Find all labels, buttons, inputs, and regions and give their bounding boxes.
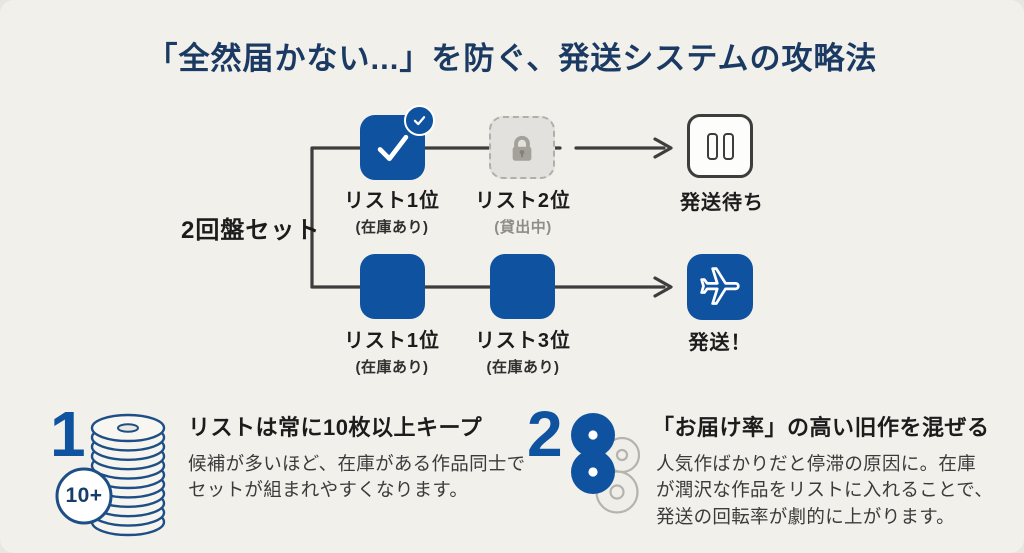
tip1-number: 1 bbox=[50, 398, 86, 470]
node-list-rank1-checked bbox=[360, 105, 435, 180]
check-icon bbox=[377, 134, 408, 161]
set-label: 2回盤セット bbox=[181, 217, 321, 244]
tip1-body: 候補が多いほど、在庫がある作品同士で セットが組まれやすくなります。 bbox=[188, 453, 526, 501]
arrow-head-top bbox=[653, 137, 673, 159]
page-title: 「全然届かない...」を防ぐ、発送システムの攻略法 bbox=[146, 41, 878, 76]
airplane-icon bbox=[700, 267, 740, 305]
tip2-body: 人気作ばかりだと停滞の原因に。在庫 が潤沢な作品をリストに入れることで、 発送の… bbox=[656, 453, 994, 527]
pause-icon bbox=[706, 132, 718, 160]
node-list-rank3-stocked bbox=[490, 254, 555, 319]
node-label-rank3: リスト3位 (在庫あり) bbox=[474, 330, 572, 376]
result-waiting-box bbox=[687, 114, 753, 178]
result-label-waiting: 発送待ち bbox=[680, 192, 764, 214]
verified-badge-icon bbox=[404, 105, 435, 136]
node-label-rank1-bottom: リスト1位 (在庫あり) bbox=[343, 330, 441, 376]
pause-icon bbox=[722, 132, 734, 160]
node-label-rank2: リスト2位 (貸出中) bbox=[474, 190, 572, 236]
result-shipped-box bbox=[687, 254, 753, 320]
arrow-head-bottom bbox=[653, 276, 673, 298]
tip1-heading: リストは常に10枚以上キープ bbox=[188, 415, 483, 440]
ten-plus-badge: 10+ bbox=[65, 484, 103, 507]
disc-pair-icon bbox=[571, 413, 641, 514]
node-list-rank2-locked bbox=[489, 116, 555, 179]
result-label-shipped: 発送！ bbox=[688, 332, 752, 354]
tip2-number: 2 bbox=[527, 398, 563, 470]
node-label-rank1-top: リスト1位 (在庫あり) bbox=[343, 190, 441, 236]
disc-stack-icon bbox=[55, 413, 166, 537]
branch-line bbox=[310, 146, 562, 289]
tip2-heading: 「お届け率」の高い旧作を混ぜる bbox=[652, 415, 990, 440]
lock-icon bbox=[512, 135, 532, 161]
node-list-rank1-stocked bbox=[360, 254, 425, 319]
